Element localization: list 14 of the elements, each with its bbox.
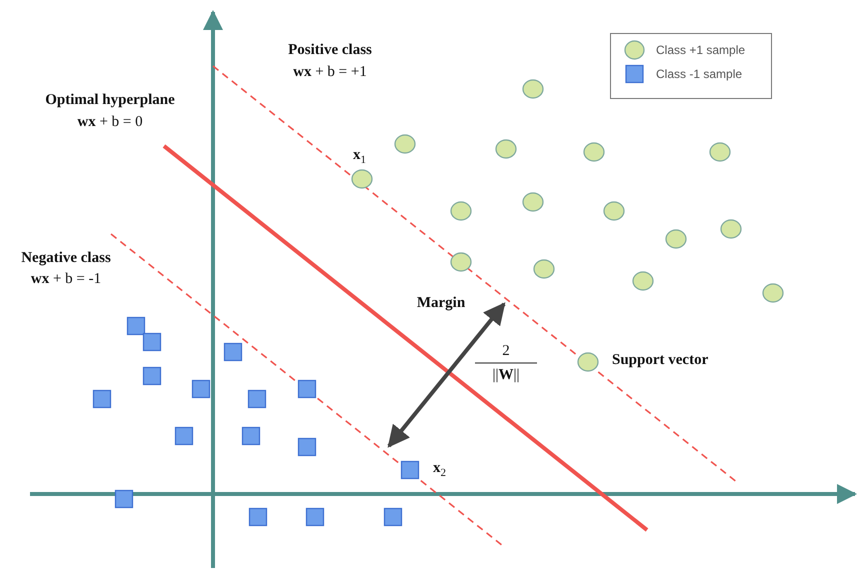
equation-label: wx + b = 0 — [77, 113, 143, 131]
legend-label: Class +1 sample — [656, 43, 746, 57]
class-label: Positive class — [288, 41, 372, 59]
fraction-denominator: ||W|| — [492, 366, 520, 384]
fraction-numerator: 2 — [502, 342, 510, 360]
equation-label: wx + b = +1 — [293, 63, 367, 81]
point-label: x$_{2}$ — [433, 459, 446, 481]
legend-label: Class -1 sample — [656, 67, 742, 81]
equation-label: wx + b = -1 — [30, 270, 102, 288]
point-label: x$_{1}$ — [353, 146, 366, 168]
class-label: Optimal hyperplane — [45, 91, 175, 109]
margin-label: Margin — [416, 294, 466, 312]
class-label: Negative class — [21, 249, 111, 267]
support-vector-label: Support vector — [612, 351, 708, 369]
